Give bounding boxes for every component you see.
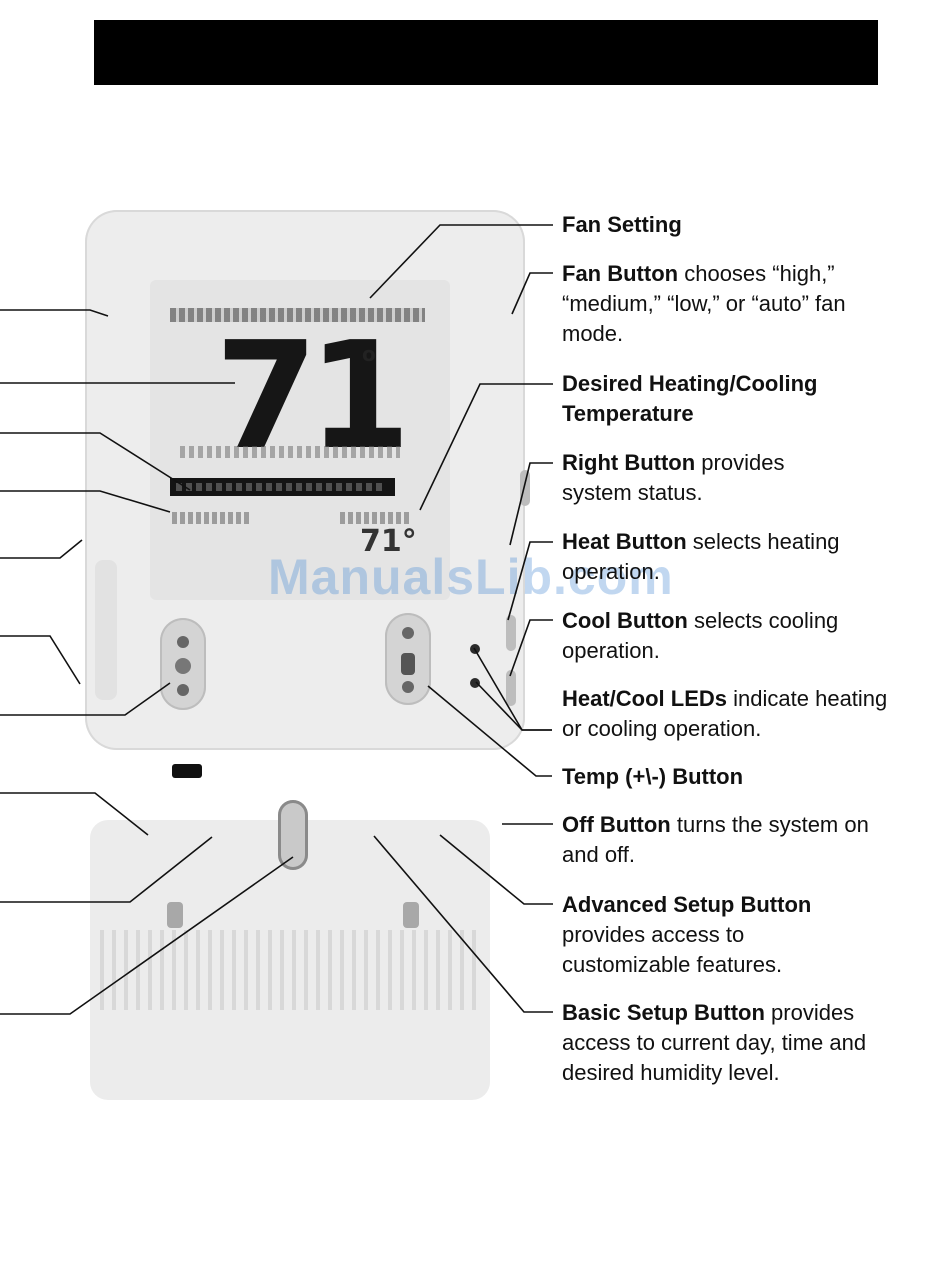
label-heat-button: Heat Button selects heating operation. [562,527,892,587]
label-advanced-setup-button: Advanced Setup Button provides access to… [562,890,862,980]
label-desc: selects cooling operation. [562,608,839,663]
label-right-button: Right Button provides system status. [562,448,852,508]
temp-rocker-button[interactable] [385,613,431,705]
watermark: ManualsLib.com [268,549,674,605]
actual-temperature-caption [180,446,400,458]
base-button-right[interactable] [403,902,419,928]
label-heat-cool-leds: Heat/Cool LEDs indicate heating or cooli… [562,684,907,744]
mode-indicator [172,512,252,524]
sensor-window [172,764,202,778]
off-button[interactable] [278,800,308,870]
label-title: Fan Setting [562,212,682,237]
label-desc: provides access to current day, time and… [562,1000,867,1085]
fan-up-icon [177,636,189,648]
fan-icon [175,658,191,674]
label-desc: selects heating operation. [562,529,840,584]
label-fan-button: Fan Button chooses “high,” “medium,” “lo… [562,259,902,349]
fan-setting-display [170,308,425,322]
label-desc: chooses “high,” “medium,” “low,” or “aut… [562,261,846,346]
label-fan-setting: Fan Setting [562,210,902,240]
label-title: Cool Button [562,608,688,633]
thermostat-left-side [95,560,117,700]
label-desc: indicate heating or cooling operation. [562,686,888,741]
header-bar [94,20,878,85]
base-button-left[interactable] [167,902,183,928]
fan-rocker-button[interactable] [160,618,206,710]
label-title: Basic Setup Button [562,1000,765,1025]
status-bar [170,478,395,496]
label-temp-button: Temp (+\-) Button [562,762,902,792]
label-basic-setup-button: Basic Setup Button provides access to cu… [562,998,897,1088]
label-title: Advanced Setup Button [562,892,812,917]
label-title: Heat Button [562,529,687,554]
temp-rocker-icon [401,653,415,675]
label-desc: turns the system on and off. [562,812,869,867]
thermostat-screen [150,280,450,600]
label-desired-temperature: Desired Heating/Cooling Temperature [562,369,882,429]
cool-button[interactable] [506,670,516,706]
heat-at-caption [340,512,410,524]
heat-button[interactable] [506,615,516,651]
base-labels [100,930,480,1010]
label-title: Fan Button [562,261,679,286]
temp-plus-icon [402,627,414,639]
label-title: Off Button [562,812,671,837]
degree-mark: o [362,342,376,366]
right-button[interactable] [520,470,530,506]
fan-down-icon [177,684,189,696]
desired-temperature-display: 71° [360,524,417,559]
actual-temperature-display: 71 [215,310,411,482]
label-cool-button: Cool Button selects cooling operation. [562,606,892,666]
label-desc: provides system status. [562,450,785,505]
cool-led [470,678,480,688]
label-desc: provides access to customizable features… [562,922,783,977]
label-title: Desired Heating/Cooling Temperature [562,371,818,426]
label-title: Temp (+\-) Button [562,764,744,789]
label-title: Right Button [562,450,696,475]
temp-minus-icon [402,681,414,693]
label-off-button: Off Button turns the system on and off. [562,810,892,870]
label-title: Heat/Cool LEDs [562,686,728,711]
